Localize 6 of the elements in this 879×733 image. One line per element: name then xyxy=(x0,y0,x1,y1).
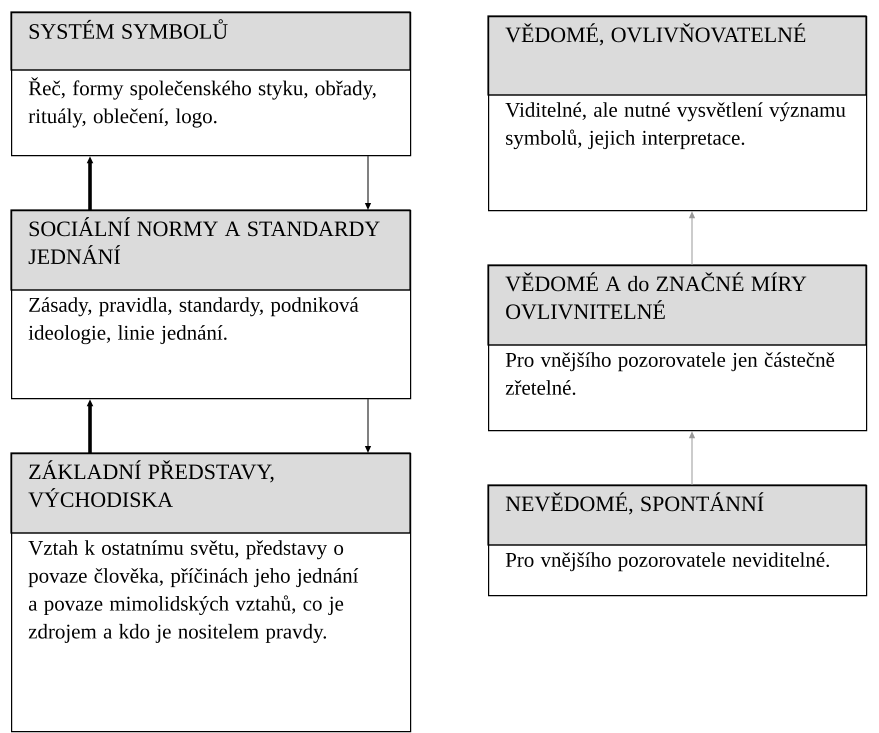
layer-box: SOCIÁLNÍ NORMY A STANDARDY JEDNÁNÍ Zásady, pravidla, standardy, podniková ideologie, linie jednání. xyxy=(10,209,412,400)
layer-box: VĚDOMÉ A do ZNAČNÉ MÍRY OVLIVNITELNÉ Pro vnějšího pozorovatele jen částečně zřetelné. xyxy=(487,264,868,432)
layer-box: NEVĚDOMÉ, SPONTÁNNÍ Pro vnějšího pozorovatele neviditelné. xyxy=(487,484,868,596)
layer-box: ZÁKLADNÍ PŘEDSTAVY, VÝCHODISKA Vztah k ostatnímu světu, představy o povaze člověka, příčinách jeho jednání a povaze mimolidských vztahů, co je zdrojem a kdo je nositelem pravdy. xyxy=(10,452,412,732)
layer-box: VĚDOMÉ, OVLIVŇOVATELNÉ Viditelné, ale nutné vysvětlení významu symbolů, jejich interpretace. xyxy=(487,15,868,212)
layer-box: SYSTÉM SYMBOLŮ Řeč, formy společenského styku, obřady, rituály, oblečení, logo. xyxy=(10,11,412,156)
